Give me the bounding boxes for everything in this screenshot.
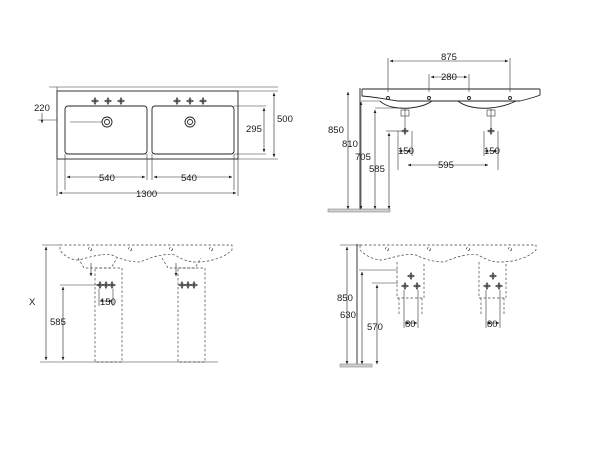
dim-height-mid: 705 bbox=[355, 152, 371, 163]
dim-height-waste: 585 bbox=[369, 164, 385, 175]
waste-fitting-icon bbox=[401, 127, 409, 135]
dim-height-rim: 810 bbox=[342, 139, 358, 150]
dim-pedestal-left: 80 bbox=[405, 319, 416, 330]
dim-bowl-depth: 295 bbox=[246, 124, 262, 135]
top-view: 220 500 295 540 540 1300 bbox=[34, 86, 293, 200]
tap-hole-icon bbox=[199, 97, 207, 105]
dim-height-low: 570 bbox=[367, 322, 383, 333]
dim-tap-spacing: 875 bbox=[441, 52, 457, 63]
dim-inner-spacing: 280 bbox=[441, 72, 457, 83]
dim-waste-spacing: 150 bbox=[100, 297, 116, 308]
dim-pedestal-right: 80 bbox=[487, 319, 498, 330]
dim-variable-height: X bbox=[29, 297, 36, 308]
waste-fitting-icon bbox=[401, 282, 409, 290]
waste-fitting-icon bbox=[495, 282, 503, 290]
waste-fitting-icon bbox=[190, 281, 198, 289]
dim-waste-left: 150 bbox=[398, 146, 414, 157]
dim-bowl-right: 540 bbox=[181, 173, 197, 184]
dim-waste-right: 150 bbox=[484, 146, 500, 157]
waste-fitting-icon bbox=[407, 272, 415, 280]
pedestal-left bbox=[94, 267, 123, 363]
dim-setback: 220 bbox=[34, 103, 50, 114]
drain-left bbox=[101, 116, 113, 128]
basin-top-outline bbox=[56, 90, 239, 160]
dim-height-top: 850 bbox=[328, 125, 344, 136]
dim-waste-height: 585 bbox=[50, 317, 66, 328]
waste-fitting-icon bbox=[413, 282, 421, 290]
tap-hole-icon bbox=[186, 97, 194, 105]
dim-height-top: 850 bbox=[337, 293, 353, 304]
dim-overall-width: 1300 bbox=[136, 189, 157, 200]
side-elevation-view: 875 280 850 810 705 585 150 150 595 bbox=[327, 52, 541, 213]
waste-fitting-icon bbox=[489, 272, 497, 280]
waste-fitting-icon bbox=[108, 281, 116, 289]
drain-right bbox=[184, 116, 196, 128]
half-pedestal-left bbox=[396, 262, 425, 299]
waste-fitting-icon bbox=[487, 127, 495, 135]
half-pedestal-right bbox=[478, 262, 507, 299]
tap-hole-icon bbox=[91, 97, 99, 105]
dim-waste-centers: 595 bbox=[438, 160, 454, 171]
tap-hole-icon bbox=[104, 97, 112, 105]
dim-bowl-left: 540 bbox=[99, 173, 115, 184]
tap-hole-icon bbox=[173, 97, 181, 105]
floor bbox=[327, 208, 391, 213]
bowl-left bbox=[64, 105, 148, 155]
bowl-right bbox=[151, 105, 235, 155]
front-halfpedestal-view: 850 630 570 80 80 bbox=[337, 244, 537, 368]
front-pedestal-view: X 585 150 bbox=[29, 244, 233, 363]
dim-height-mid: 630 bbox=[340, 310, 356, 321]
tap-hole-icon bbox=[117, 97, 125, 105]
dim-depth: 500 bbox=[277, 114, 293, 125]
waste-fitting-icon bbox=[483, 282, 491, 290]
pedestal-right bbox=[177, 267, 206, 363]
floor bbox=[339, 363, 373, 368]
